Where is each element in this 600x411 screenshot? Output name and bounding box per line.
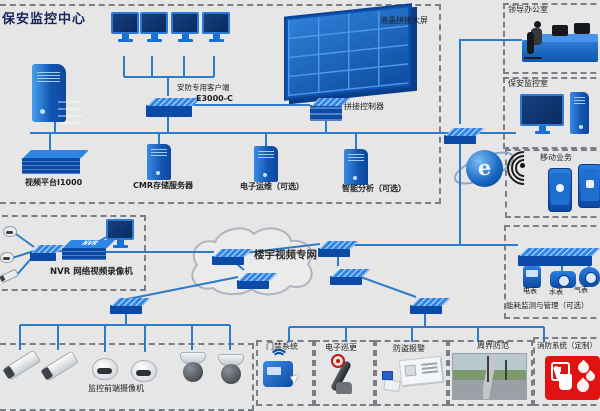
- network-topology-diagram: { "title": "保安监控中心", "monitoring_center"…: [0, 0, 600, 400]
- gas-meter-label: 气表: [574, 286, 588, 294]
- video-wall-label: 液晶拼接大屏: [380, 16, 428, 25]
- office-chair-icon: [527, 32, 534, 54]
- light-pole-icon: [487, 356, 489, 382]
- mini-dome-camera-icon: [0, 252, 14, 263]
- patrol-point-icon: [331, 354, 345, 368]
- mobile-service-label: 移动业务: [540, 153, 572, 162]
- leader-office-box: [503, 3, 600, 74]
- video-platform-icon: [22, 150, 89, 174]
- fire-hand-icon: [559, 374, 572, 390]
- client-monitor-icon: [111, 12, 139, 42]
- security-room-label: 保安监控室: [508, 79, 548, 88]
- access-switch-icon: [330, 269, 371, 285]
- client-monitor-icon: [171, 12, 199, 42]
- analytics-server-label: 智能分析（可选）: [342, 184, 406, 193]
- client-switch-icon: [146, 98, 201, 117]
- client-label: 安防专用客户端: [177, 83, 230, 92]
- eops-server-label: 电子运维（可选）: [240, 182, 304, 191]
- wall-controller-label: 拼接控制器: [344, 102, 384, 111]
- client-monitor-icon: [202, 12, 230, 42]
- wireless-dot-icon: [520, 163, 525, 168]
- cloud-label: 楼宇视频专网: [254, 249, 317, 261]
- door-wifi-icon: [269, 349, 289, 369]
- alarm-system-label: 防盗报警: [393, 344, 425, 353]
- operator-person-icon: [531, 28, 542, 45]
- cloud-shape: [191, 227, 313, 296]
- android-phone-icon: [578, 164, 600, 208]
- nvr-label: NVR 网络视频录像机: [50, 267, 133, 277]
- nvr-device-icon: NVR: [62, 240, 115, 260]
- leader-office-label: 领导办公室: [508, 5, 548, 14]
- analytics-server-icon: [344, 149, 368, 185]
- client-monitor-icon: [140, 12, 168, 42]
- water-meter-label: 水表: [549, 288, 563, 296]
- energy-hub-icon: [518, 248, 600, 266]
- access-reader-icon: [263, 361, 293, 387]
- fire-system-label: 消防系统（定制）: [537, 341, 597, 350]
- electric-meter-label: 电表: [523, 287, 537, 295]
- water-meter-icon: [550, 271, 576, 288]
- client-switch-label: E3000-C: [196, 94, 233, 103]
- security-pc-tower-icon: [570, 92, 589, 134]
- eops-server-icon: [254, 146, 278, 182]
- gas-meter-icon: [579, 267, 600, 287]
- cmr-server-label: CMR存储服务器: [133, 181, 193, 190]
- mobile-service-box: [505, 149, 600, 218]
- security-room-box: [503, 77, 600, 149]
- electric-meter-icon: [523, 266, 541, 288]
- alarm-part-icon: [382, 371, 393, 380]
- perimeter-photo: [452, 353, 527, 400]
- front-cameras-label: 监控前端摄像机: [88, 384, 144, 393]
- cloud-switch-icon: [237, 273, 278, 289]
- light-pole-icon: [505, 360, 507, 380]
- page-title: 保安监控中心: [2, 12, 87, 27]
- leader-desk-top-icon: [528, 34, 598, 42]
- patrol-hand-icon: [336, 382, 352, 394]
- alarm-panel-icon: [398, 355, 444, 387]
- internet-globe-icon: e: [466, 150, 503, 187]
- cmr-server-icon: [147, 144, 171, 180]
- dome-camera-icon: [92, 358, 118, 380]
- dome-camera-icon: [131, 360, 157, 382]
- mini-dome-camera-icon: [3, 226, 17, 237]
- video-platform-label: 视频平台I1000: [25, 178, 83, 187]
- operator-head-icon: [534, 21, 541, 28]
- ptz-camera-icon: [218, 354, 244, 388]
- nvr-monitor-icon: [106, 219, 134, 248]
- energy-box: [504, 225, 600, 319]
- iphone-icon: [548, 168, 572, 212]
- security-pc-monitor-icon: [520, 94, 564, 134]
- desk-monitor-icon: [574, 23, 590, 34]
- chair-base-icon: [524, 57, 542, 59]
- perimeter-system-label: 周界防范: [477, 341, 509, 350]
- leader-desk-icon: [522, 40, 598, 62]
- platform-server-icon: [32, 64, 66, 122]
- cloud-switch-icon: [212, 249, 253, 265]
- wall-controller-icon: [310, 98, 351, 121]
- door-system-label: 门禁系统: [266, 342, 298, 351]
- storage-array-icon: [58, 96, 82, 124]
- camera-switch-icon: [110, 298, 151, 314]
- access-switch-icon: [318, 241, 359, 257]
- core-switch-icon: [444, 128, 485, 144]
- patrol-system-label: 电子巡更: [325, 343, 357, 352]
- alarm-part-icon: [383, 378, 401, 393]
- subsystem-switch-icon: [410, 298, 451, 314]
- energy-title-label: 能耗监测与管理（可选）: [506, 301, 589, 310]
- monitoring-center-box: [0, 4, 441, 204]
- ptz-camera-icon: [180, 352, 206, 386]
- desk-monitor-icon: [552, 25, 568, 36]
- nvr-switch-icon: [30, 245, 65, 261]
